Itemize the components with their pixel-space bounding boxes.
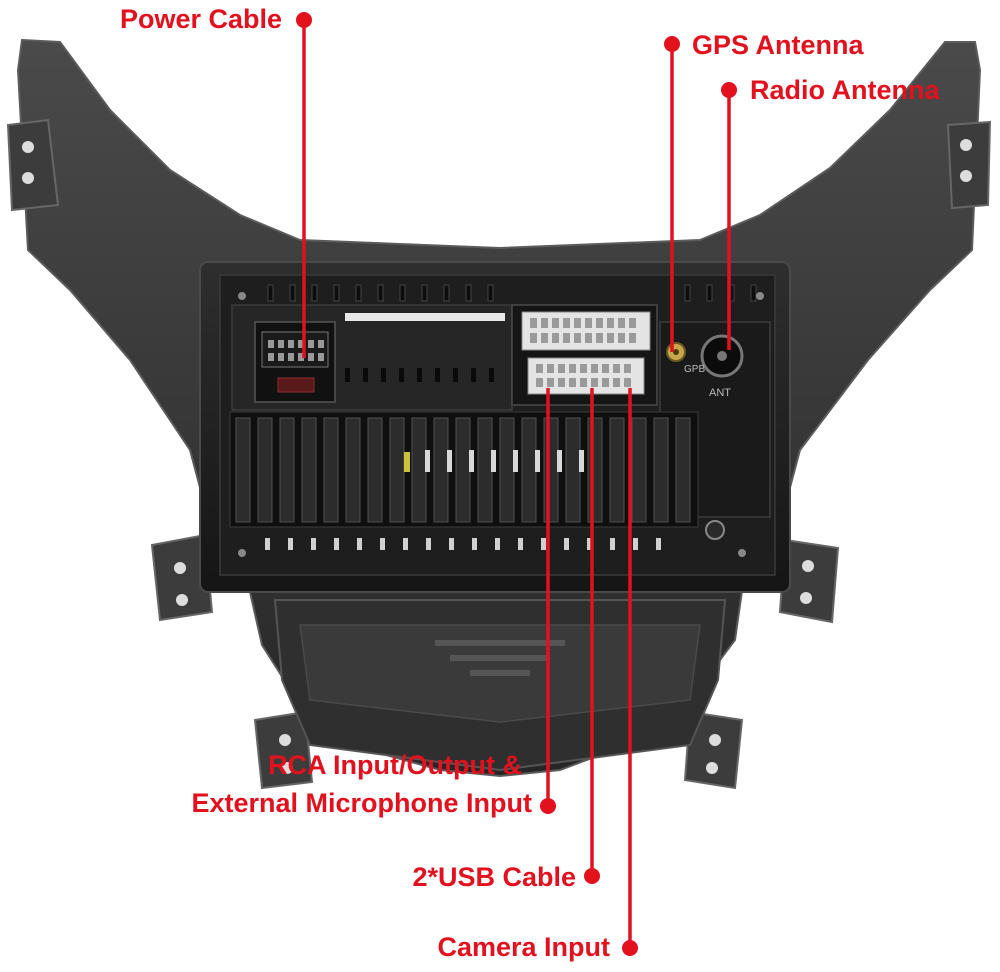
radio-antenna-dot	[721, 82, 737, 98]
right-bottom-bracket	[683, 710, 744, 790]
power-connector	[254, 321, 336, 403]
antenna-port	[700, 334, 744, 378]
ground-screw	[705, 520, 725, 540]
radio-antenna-label: Radio Antenna	[750, 75, 940, 105]
harness-connectors	[511, 304, 658, 406]
rca-dot	[540, 798, 556, 814]
gps-port	[666, 342, 686, 362]
gps-antenna-dot	[664, 36, 680, 52]
embossed-text	[435, 640, 565, 676]
gps-port-label: GPB	[684, 364, 705, 375]
antenna-port-label: ANT	[709, 387, 731, 399]
rca-label-line2: External Microphone Input	[191, 788, 532, 818]
callout-lines	[296, 12, 737, 956]
top-vents	[267, 284, 757, 302]
bottom-vents	[265, 538, 661, 550]
rca-label-line1: RCA Input/Output &	[268, 750, 522, 780]
power-cable-label: Power Cable	[119, 4, 282, 34]
usb-dot	[584, 868, 600, 884]
gps-antenna-label: GPS Antenna	[692, 30, 864, 60]
left-bottom-bracket	[253, 710, 314, 790]
usb-cable-label: 2*USB Cable	[412, 862, 576, 892]
heatsink	[229, 411, 699, 528]
camera-dot	[622, 940, 638, 956]
left-mid-bracket	[150, 533, 214, 622]
camera-input-label: Camera Input	[437, 932, 610, 962]
left-top-bracket	[6, 118, 60, 212]
power-cable-dot	[296, 12, 312, 28]
right-top-bracket	[946, 120, 992, 210]
